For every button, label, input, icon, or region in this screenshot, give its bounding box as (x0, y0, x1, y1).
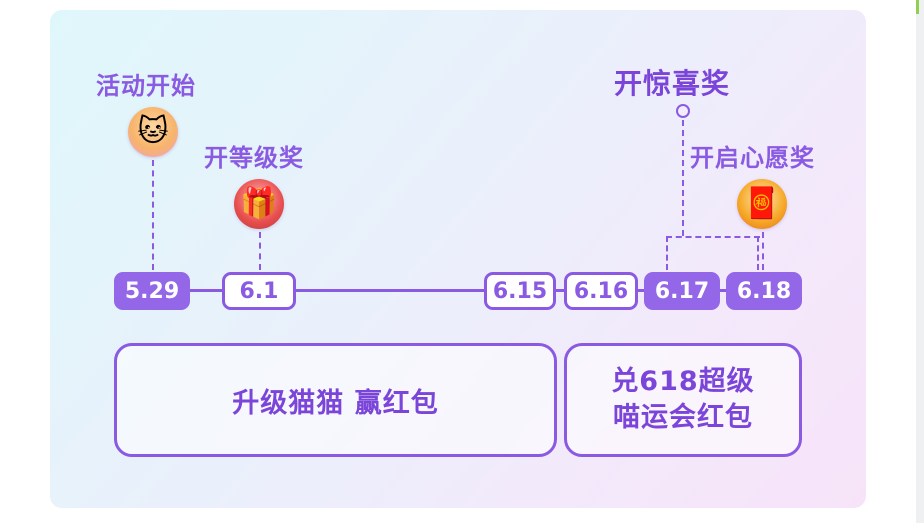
phase-upgrade-box: 升级猫猫 赢红包 (114, 343, 557, 457)
phase-upgrade-text: 升级猫猫 赢红包 (232, 387, 439, 419)
label-surprise-prize: 开惊喜奖 (614, 67, 731, 100)
scroll-indicator (916, 0, 919, 14)
date-pill-618: 6.18 (726, 272, 802, 310)
date-pill-617: 6.17 (644, 272, 720, 310)
date-pill-61: 6.1 (222, 272, 296, 310)
connector-surprise-stem (682, 120, 684, 236)
side-scrollbar (916, 0, 924, 523)
timeline-line-5 (720, 289, 728, 292)
red-envelope-icon: 🧧 (737, 179, 787, 229)
connector-start (152, 160, 154, 270)
timeline-line-3 (552, 289, 566, 292)
connector-surprise-618 (757, 236, 759, 270)
timeline-line-2 (290, 289, 488, 292)
connector-surprise-branch (666, 236, 760, 238)
connector-wish (762, 232, 764, 270)
surprise-hub-icon (676, 104, 690, 118)
date-pill-615: 6.15 (484, 272, 556, 310)
timeline-line-4 (634, 289, 644, 292)
phase-redeem-box: 兑618超级 喵运会红包 (564, 343, 802, 457)
phase-redeem-line1: 兑618超级 (611, 366, 755, 397)
date-pill-616: 6.16 (564, 272, 638, 310)
label-wish-prize: 开启心愿奖 (690, 144, 815, 172)
phase-redeem-line2: 喵运会红包 (613, 402, 753, 433)
gift-box-icon: 🎁 (234, 179, 284, 229)
connector-level (259, 232, 261, 270)
label-activity-start: 活动开始 (96, 72, 196, 100)
label-level-prize: 开等级奖 (204, 144, 304, 172)
timeline-line-1 (186, 289, 226, 292)
connector-surprise-617 (666, 236, 668, 270)
date-pill-529: 5.29 (114, 272, 190, 310)
cat-mascot-icon: 🐱 (128, 107, 178, 157)
timeline-card: 活动开始 开等级奖 开惊喜奖 开启心愿奖 🐱 🎁 🧧 5.29 6.1 6.15… (50, 10, 866, 508)
